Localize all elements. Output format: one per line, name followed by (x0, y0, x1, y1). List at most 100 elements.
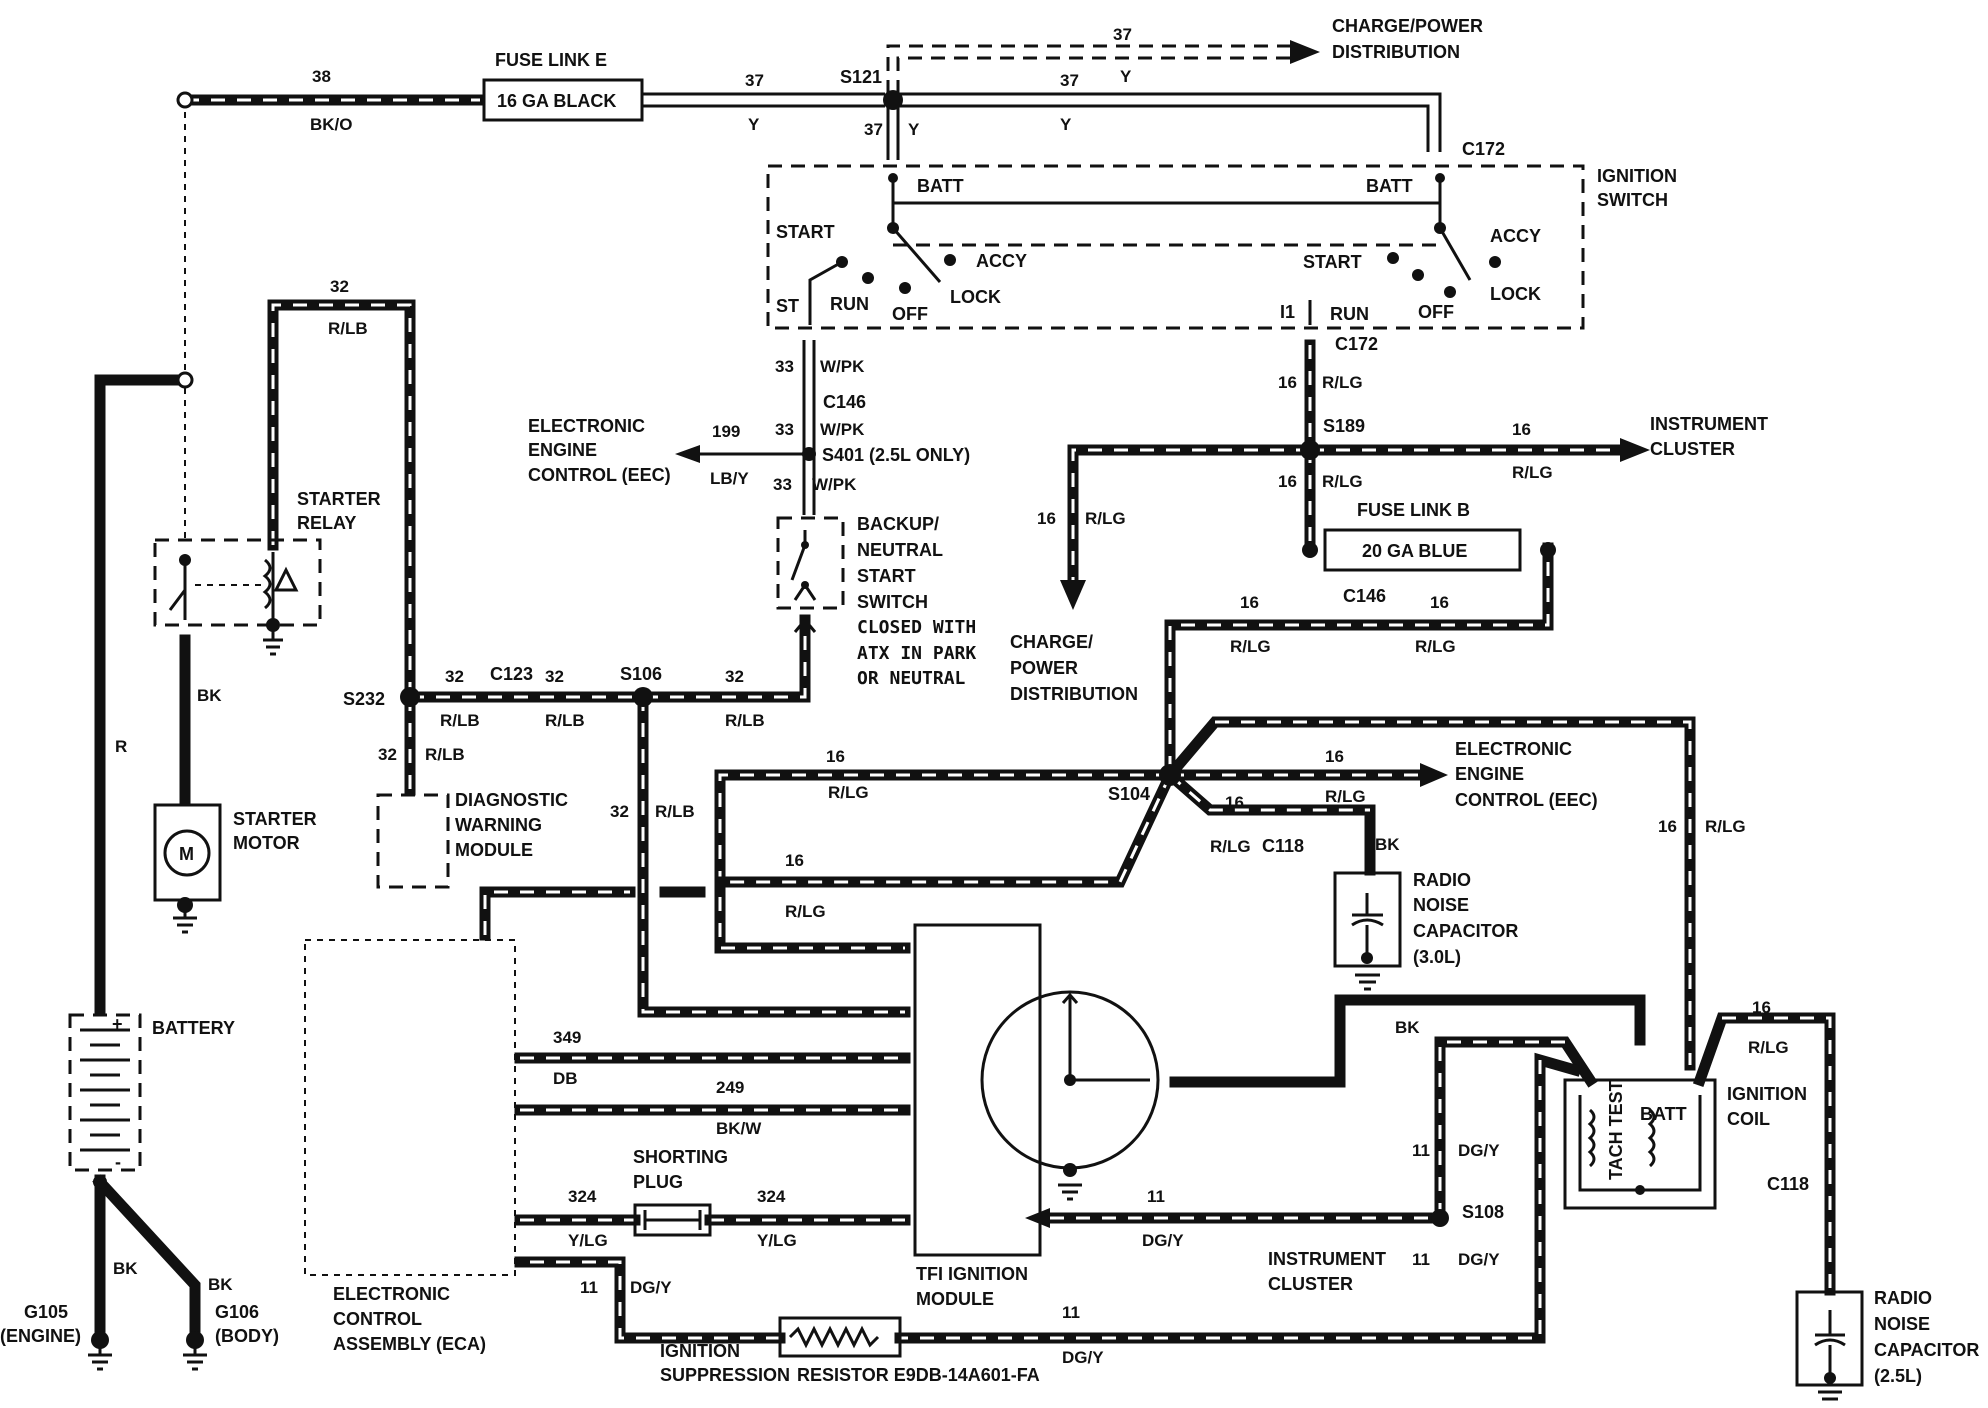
fuse-link-b-title: FUSE LINK B (1357, 500, 1470, 520)
diag-module-1: DIAGNOSTIC (455, 790, 568, 810)
splice-s401 (802, 447, 816, 461)
wiring (92, 44, 1836, 1344)
wire-r: R (115, 737, 127, 756)
splice-s189 (1300, 440, 1320, 460)
label-c146-right: C146 (1343, 586, 1386, 606)
switch-off-right: OFF (1418, 302, 1454, 322)
radio-cap-25-4: (2.5L) (1874, 1366, 1922, 1386)
wire-324-num-a: 324 (568, 1187, 597, 1206)
diag-module-2: WARNING (455, 815, 542, 835)
wire-16-color-b: R/LG (1322, 472, 1363, 491)
terminal-1548 (1540, 542, 1556, 558)
wire-11-num-e: 11 (580, 1278, 598, 1297)
battery (68, 1013, 207, 1371)
wire-16-num-a: 16 (1278, 373, 1297, 392)
starter-motor-1: STARTER (233, 809, 317, 829)
backup-switch-1: BACKUP/ (857, 514, 939, 534)
battery-plus: + (112, 1014, 123, 1034)
switch-i1: I1 (1280, 302, 1295, 322)
radio-capacitor-25l (1795, 1290, 1864, 1401)
switch-lock-right: LOCK (1490, 284, 1541, 304)
radio-cap-30-2: NOISE (1413, 895, 1469, 915)
splice-s106 (633, 687, 653, 707)
wire-32-color-b: R/LB (545, 711, 585, 730)
wire-16-color-h: R/LG (785, 902, 826, 921)
backup-switch-3: START (857, 566, 916, 586)
eca-1: ELECTRONIC (333, 1284, 450, 1304)
radio-cap-25-1: RADIO (1874, 1288, 1932, 1308)
wire-37-color-a: Y (748, 115, 760, 134)
wire-16-num-h: 16 (785, 851, 804, 870)
wire-16-color-l: R/LG (1748, 1038, 1789, 1057)
ground-g105-sub: (ENGINE) (0, 1326, 81, 1346)
wire-38-num: 38 (312, 67, 331, 86)
label-c123: C123 (490, 664, 533, 684)
radio-cap-25-3: CAPACITOR (1874, 1340, 1979, 1360)
wire-11-color-a: DG/Y (1458, 1141, 1500, 1160)
label-s401: S401 (2.5L ONLY) (822, 445, 970, 465)
starter-motor (153, 803, 222, 934)
ignition-switch-title-1: IGNITION (1597, 166, 1677, 186)
switch-start-left: START (776, 222, 835, 242)
wire-32-num-c: 32 (725, 667, 744, 686)
radio-cap-30-1: RADIO (1413, 870, 1471, 890)
ignition-coil-1: IGNITION (1727, 1084, 1807, 1104)
wire-16-color-c: R/LG (1512, 463, 1553, 482)
wire-11-color-c: DG/Y (1458, 1250, 1500, 1269)
instrument-cluster-top-arrow (1620, 438, 1650, 462)
switch-lock-left: LOCK (950, 287, 1001, 307)
instrument-cluster-top-1: INSTRUMENT (1650, 414, 1768, 434)
eca-2: CONTROL (333, 1309, 422, 1329)
resistor-3: RESISTOR E9DB-14A601-FA (797, 1365, 1040, 1385)
fuse-link-b-box (1323, 528, 1522, 572)
ground-g105: G105 (24, 1302, 68, 1322)
wire-33-color-b: W/PK (820, 420, 865, 439)
switch-off-left: OFF (892, 304, 928, 324)
backup-switch (776, 516, 845, 633)
ignition-coil (1563, 1078, 1717, 1210)
wire-33-num-a: 33 (775, 357, 794, 376)
starter-relay-2: RELAY (297, 513, 356, 533)
charge-power-mid-3: DISTRIBUTION (1010, 684, 1138, 704)
instrument-cluster-bottom-arrow (1025, 1208, 1050, 1228)
resistor-2: SUPPRESSION (660, 1365, 790, 1385)
eca-box (304, 939, 516, 1276)
wire-37-color-c: Y (1120, 67, 1132, 86)
battery-label: BATTERY (152, 1018, 235, 1038)
label-s108: S108 (1462, 1202, 1504, 1222)
label-s232: S232 (343, 689, 385, 709)
wire-16-color-j: R/LG (1210, 837, 1251, 856)
fuse-link-e-title: FUSE LINK E (495, 50, 607, 70)
wire-33-num-c: 33 (773, 475, 792, 494)
radio-cap-25-2: NOISE (1874, 1314, 1930, 1334)
wire-16-color-k: R/LG (1705, 817, 1746, 836)
wire-38-color: BK/O (310, 115, 353, 134)
eca-3: ASSEMBLY (ECA) (333, 1334, 486, 1354)
label-c172-top: C172 (1462, 139, 1505, 159)
wire-bk-g105: BK (113, 1259, 138, 1278)
radio-cap-30-3: CAPACITOR (1413, 921, 1518, 941)
backup-note-1: CLOSED WITH (857, 617, 976, 638)
label-s121: S121 (840, 67, 882, 87)
wire-37-num-d: 37 (864, 120, 883, 139)
wire-11-color-d: DG/Y (1062, 1348, 1104, 1367)
coil-tach-test: TACH TEST (1606, 1080, 1626, 1180)
wire-249-num: 249 (716, 1078, 744, 1097)
splice-s121 (883, 90, 903, 110)
wire-37-color-d: Y (908, 120, 920, 139)
wire-16-num-i: 16 (1325, 747, 1344, 766)
ground-g106-sub: (BODY) (215, 1326, 279, 1346)
wire-249-color: BK/W (716, 1119, 762, 1138)
wire-32-color-relay: R/LB (328, 319, 368, 338)
switch-st: ST (776, 296, 799, 316)
wire-349-num: 349 (553, 1028, 581, 1047)
radio-cap-30-4: (3.0L) (1413, 947, 1461, 967)
charge-power-top-1: CHARGE/POWER (1332, 16, 1483, 36)
wire-16-color-g: R/LG (828, 783, 869, 802)
charge-power-mid-arrow (1060, 580, 1086, 610)
wire-32-num-a: 32 (445, 667, 464, 686)
instrument-cluster-bottom-1: INSTRUMENT (1268, 1249, 1386, 1269)
wire-16-color-a: R/LG (1322, 373, 1363, 392)
charge-power-mid-2: POWER (1010, 658, 1078, 678)
ground-g106: G106 (215, 1302, 259, 1322)
